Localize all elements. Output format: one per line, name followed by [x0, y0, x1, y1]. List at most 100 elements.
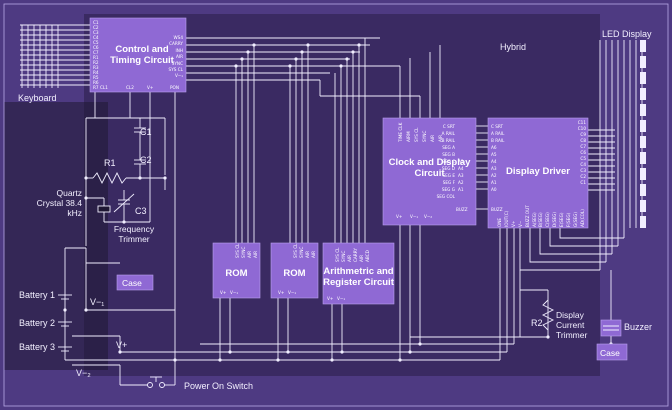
driver-pin-bottom: V−	[517, 220, 523, 227]
rom1-chip-box	[212, 242, 261, 299]
r2-label: R2	[531, 318, 543, 328]
display-driver-title: Display Driver	[506, 166, 570, 177]
clock-pin: C SRT	[442, 124, 455, 129]
vplus-label: V+	[116, 340, 128, 350]
hybrid-label: Hybrid	[500, 42, 527, 52]
arith-pin-top: AIR	[347, 254, 352, 262]
arith-pin-top: ABCD	[365, 250, 370, 262]
driver-pin-bottom: C(SEG)	[545, 212, 551, 227]
battery2-label: Battery 2	[19, 318, 56, 328]
clock-pin-addr: A4	[458, 166, 464, 171]
control-pin-r1: R1	[93, 55, 99, 60]
arith-chip-box	[322, 242, 395, 305]
driver-pin: B RAIL	[491, 138, 505, 143]
control-pin-right: SYNC	[171, 60, 183, 66]
control-pin-r6: R6	[93, 80, 99, 85]
clock-pin: SEG COL	[436, 194, 455, 199]
case-bottom-box	[596, 343, 628, 361]
control-pin-c5: C5	[93, 40, 99, 45]
control-pin-bottom: PON	[170, 85, 179, 90]
control-pin-bottom: CL1	[100, 85, 108, 90]
clock-pin-top: TIME CLK	[398, 122, 403, 142]
driver-pin-bottom: D(SEG)	[552, 211, 558, 227]
driver-pin: A3	[491, 166, 497, 171]
driver-pin: A2	[491, 173, 497, 178]
clock-pin-addr: A3	[458, 173, 464, 178]
control-pin-r2: R2	[93, 60, 99, 65]
battery3-label: Battery 3	[19, 342, 56, 352]
clock-chip-box	[382, 117, 477, 226]
arith-pin-top: AIR	[359, 254, 364, 262]
control-pin-c1: C1	[93, 20, 99, 25]
case-bottom-label: Case	[600, 348, 620, 358]
case-top-label: Case	[122, 278, 142, 288]
clock-pin-top: AIR	[438, 134, 443, 142]
arith-pin-top: SYNC	[341, 250, 346, 262]
keyboard-label: Keyboard	[18, 93, 57, 103]
driver-pin-bottom: IOUT(C)	[503, 210, 509, 227]
case-top-box	[116, 274, 154, 291]
rom-pin-bottom: V−₁	[288, 290, 297, 295]
driver-pin-bottom: ONE	[497, 217, 502, 227]
vminus1-label: V−₁	[90, 297, 105, 307]
clock-pin-addr: A1	[458, 187, 464, 192]
driver-pin-right: C5	[580, 156, 586, 161]
driver-pin: A1	[491, 180, 497, 185]
clock-pin: SEG A	[442, 145, 455, 150]
clock-pin: SEG G	[441, 187, 455, 192]
driver-pin-right: C11	[577, 120, 586, 125]
rom-pin-top: AIR	[253, 250, 258, 258]
arith-register-title: Arithmetric and Register Circuit	[323, 266, 394, 288]
rom-pin-top: SYNC	[241, 246, 246, 258]
control-pin-r7: R7	[93, 85, 99, 90]
driver-pin-right: C10	[577, 126, 586, 131]
arith-pin-bottom: V−₁	[337, 296, 346, 301]
driver-pin-right: C7	[580, 144, 586, 149]
driver-pin: A0	[491, 187, 497, 192]
power-switch-label: Power On Switch	[184, 381, 254, 391]
clock-pin: SEG F	[442, 180, 455, 185]
control-pin-c3: C3	[93, 30, 99, 35]
rom-pin-top: SYS CL	[235, 243, 240, 258]
driver-pin-bottom: E(SEG)	[559, 212, 565, 227]
driver-pin-bottom: AD(COL)	[579, 209, 585, 227]
driver-pin-right: C9	[580, 132, 586, 137]
driver-pin: A RAIL	[491, 131, 505, 136]
rom-pin-top: AIR	[247, 250, 252, 258]
battery1-label: Battery 1	[19, 290, 56, 300]
driver-pin: A4	[491, 159, 497, 164]
driver-pin-bottom: V+	[510, 220, 516, 227]
arith-pin-top: SYS CL	[335, 247, 340, 262]
control-timing-title: Control and Timing Circuit	[110, 44, 174, 66]
clock-pin-addr: A2	[458, 180, 464, 185]
clock-pin-addr: A5	[458, 159, 464, 164]
control-pin-bottom: CL2	[126, 85, 134, 90]
clock-display-title: Clock and Display Circuit	[388, 157, 471, 179]
clock-pin: A RAIL	[441, 131, 455, 136]
clock-pin-top: AIR	[430, 134, 435, 142]
driver-pin-bottom: BUZZ OUT	[524, 205, 530, 227]
rom-pin-top: AIR	[305, 250, 310, 258]
control-pin-bottom: V+	[147, 85, 154, 90]
c3-label: C3	[135, 206, 147, 216]
driver-pin-right: C2	[580, 174, 586, 179]
driver-pin-bottom: G(SEG)	[572, 211, 578, 227]
display-current-trimmer-label: Display Current Trimmer	[556, 310, 588, 340]
clock-pin-top: AIRM	[406, 131, 411, 142]
buzzer-box	[600, 319, 622, 337]
vminus2-label: V−₂	[76, 368, 91, 378]
driver-chip-box	[487, 117, 589, 229]
clock-pin-buzz: BUZZ	[456, 207, 468, 212]
led-display-label: LED Display	[602, 29, 652, 39]
driver-pin-buzz: BUZZ	[491, 207, 503, 212]
driver-pin-right: C8	[580, 138, 586, 143]
clock-pin-bottom: V−₂	[424, 214, 433, 219]
rom2-title: ROM	[283, 268, 306, 279]
driver-pin-bottom: B(SEG)	[538, 212, 544, 227]
arith-pin-bottom: V+	[327, 296, 334, 301]
control-chip-box	[89, 17, 187, 93]
driver-pin: A5	[491, 152, 497, 157]
control-pin-c2: C2	[93, 25, 99, 30]
